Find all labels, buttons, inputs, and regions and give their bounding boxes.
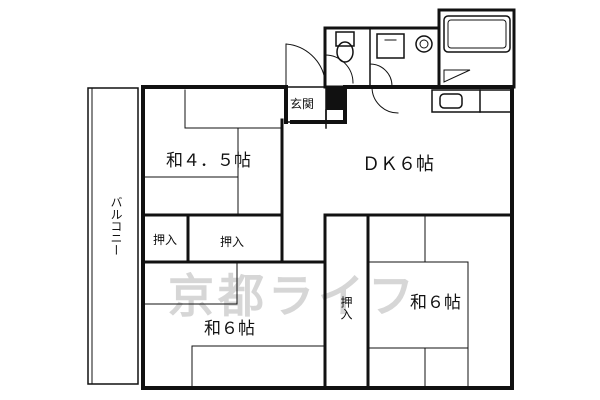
oshiire-wide-label: 押入: [220, 235, 244, 249]
oshiire-small-label: 押入: [153, 233, 177, 247]
interior-walls: [141, 85, 514, 390]
toilet: [324, 31, 355, 84]
kitchen-counter: [431, 89, 513, 113]
room-washitsu-6-right-label: 和６帖: [410, 293, 461, 313]
room-washitsu-6-left-label: 和６帖: [204, 319, 255, 339]
room-washitsu-45-label: 和４．５帖: [166, 151, 251, 171]
dk-door: [371, 86, 399, 114]
balcony: [87, 87, 139, 385]
bathroom: [443, 15, 511, 83]
oshiire-vertical-label: 押入: [339, 296, 353, 320]
entry-door: [285, 43, 326, 88]
balcony-label: バルコニー: [109, 196, 123, 256]
tatami-45: [142, 89, 283, 216]
outer-walls: [141, 8, 516, 390]
room-dk-label: ＤＫ６帖: [362, 154, 434, 175]
watermark-text: 京都ライフ: [168, 269, 418, 323]
sliding-doors: [281, 180, 458, 216]
washroom: [369, 27, 433, 88]
genkan-label: 玄関: [290, 96, 314, 111]
genkan-area: [285, 86, 345, 129]
tatami-6-right: [369, 214, 469, 389]
tatami-6-left: [142, 261, 326, 389]
